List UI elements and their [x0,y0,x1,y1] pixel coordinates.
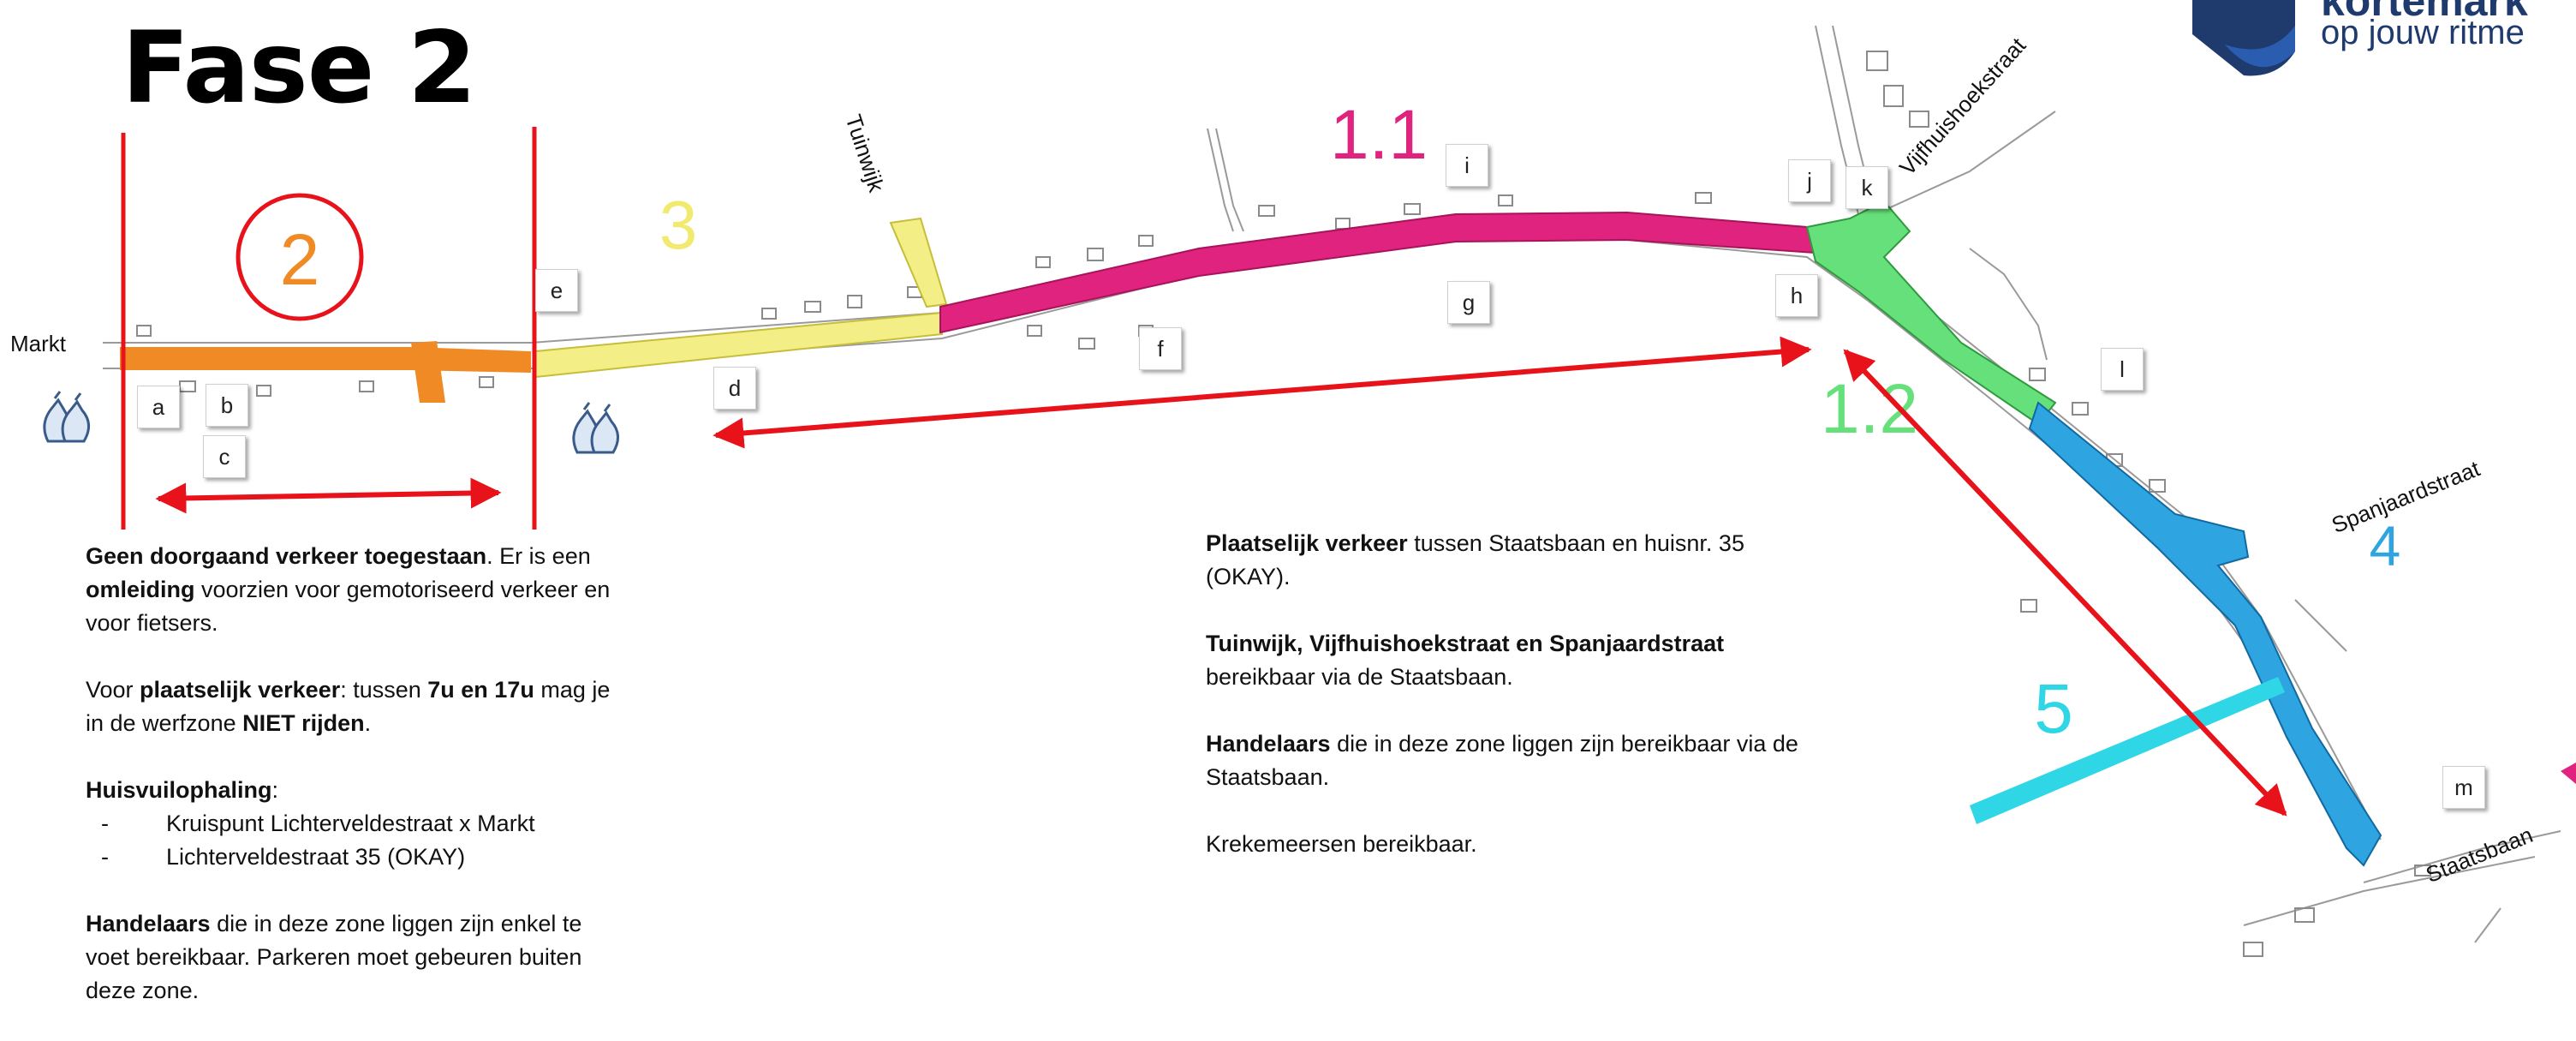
waste-bag-icon [572,402,619,454]
zone-label-4: 4 [2370,514,2401,577]
zone-label-2: 2 [280,219,320,300]
marker-m: m [2442,766,2485,809]
zone-5-road [1970,677,2285,824]
note-no-through-traffic: Geen doorgaand verkeer toegestaan. Er is… [86,543,611,636]
waste-collection-list: Kruispunt Lichterveldestraat x Markt Lic… [86,807,617,874]
page-title: Fase 2 [122,10,477,126]
note-waste-collection-heading: Huisvuilophaling: [86,777,279,803]
zone-4-road [2028,401,2382,867]
marker-c: c [203,435,246,478]
note-krekemeersen: Krekemeersen bereikbaar. [1206,831,1477,857]
arrow-zone-2 [155,477,502,514]
marker-l: l [2101,348,2144,391]
work-zone-map: 2 3 1.1 1.2 4 5 [43,0,2576,957]
list-item: Lichterveldestraat 35 (OKAY) [101,841,617,874]
marker-e: e [535,269,578,312]
brand-name: kortemark [2321,0,2528,25]
brand-tagline: op jouw ritme [2321,14,2525,51]
notes-zone-2: Geen doorgaand verkeer toegestaan. Er is… [86,540,617,1041]
marker-k: k [1846,166,1888,209]
zone-label-3: 3 [659,187,698,263]
list-item: Kruispunt Lichterveldestraat x Markt [101,807,617,841]
note-local-traffic: Voor plaatselijk verkeer: tussen 7u en 1… [86,677,611,736]
zone-3-tuinwijk [889,217,948,308]
arrow-zone-1-2 [1843,349,2287,817]
marker-d: d [713,367,756,410]
brand-logo-icon [2192,0,2295,76]
waste-bag-icon [43,391,90,443]
zone-label-1-1: 1.1 [1330,96,1428,174]
marker-b: b [206,384,248,427]
marker-h: h [1775,274,1818,317]
marker-j: j [1788,159,1831,202]
zone-2-junction [411,341,445,403]
arrow-zone-1-1 [713,336,1812,449]
zone-2-road [120,347,531,373]
marker-g: g [1447,281,1490,324]
zone-label-5: 5 [2034,670,2073,748]
zone-2-circle [236,193,364,321]
street-markt: Markt [10,331,66,356]
note-local-traffic-staatsbaan: Plaatselijk verkeer tussen Staatsbaan en… [1206,530,1744,589]
marker-f: f [1139,327,1182,370]
zone-edge-marker [2561,763,2576,784]
note-side-streets: Tuinwijk, Vijfhuishoekstraat en Spanjaar… [1206,631,1725,690]
notes-zone-1: Plaatselijk verkeer tussen Staatsbaan en… [1206,527,1822,894]
note-shops: Handelaars die in deze zone liggen zijn … [86,911,582,1003]
note-shops-staatsbaan: Handelaars die in deze zone liggen zijn … [1206,731,1798,790]
marker-a: a [137,386,180,428]
marker-i: i [1446,144,1488,187]
zone-1-1-road [939,211,1817,334]
